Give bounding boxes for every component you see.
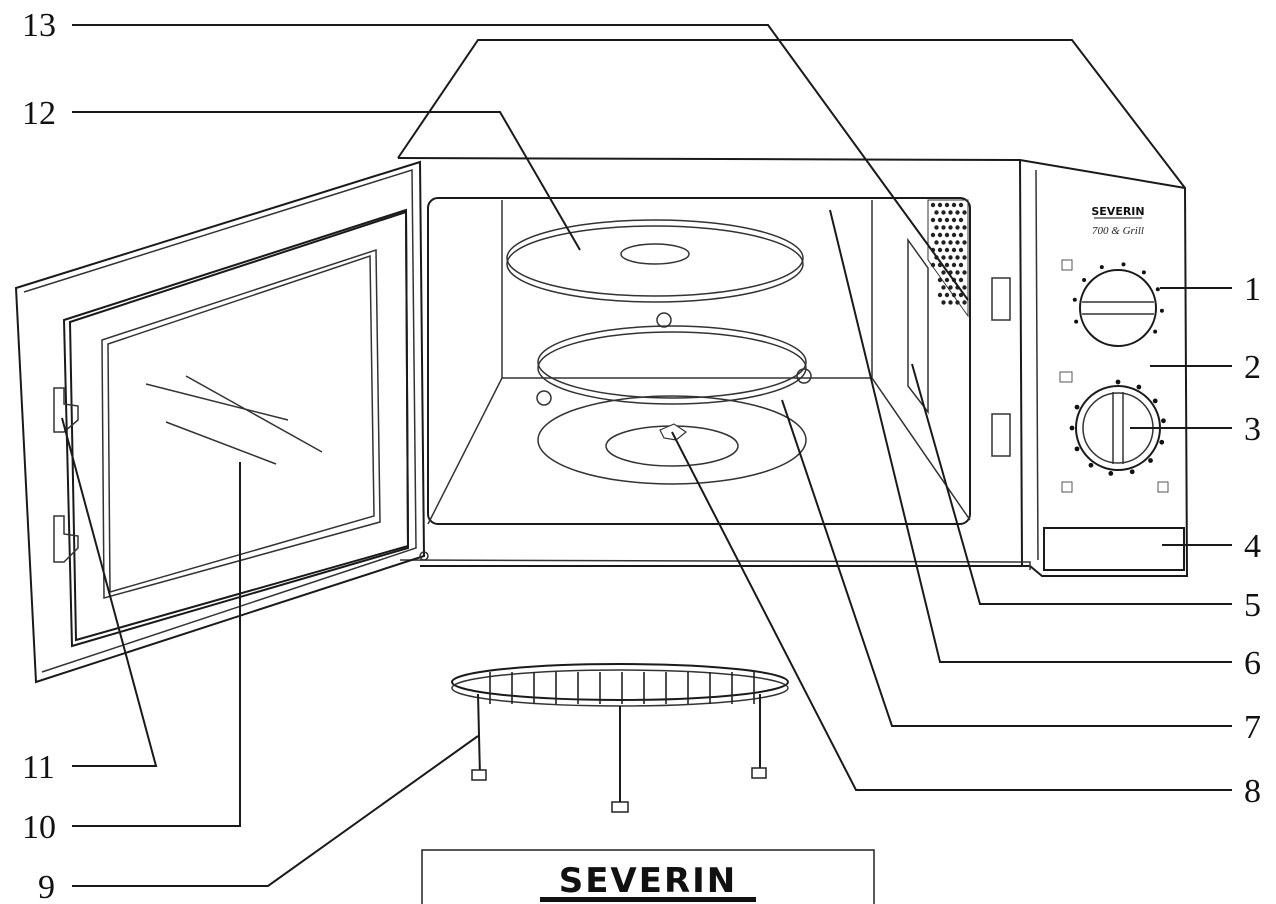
leader-7 (781, 399, 1232, 727)
latch-hole-lower (991, 413, 1011, 457)
leader-8 (671, 431, 1232, 791)
callout-12: 12 (22, 95, 56, 132)
callout-6: 6 (1244, 645, 1261, 682)
cabinet-front (397, 157, 1189, 577)
glare-line-3 (165, 421, 277, 465)
waveguide-cover (907, 237, 929, 415)
grill-icon (1157, 481, 1169, 493)
cabinet-base (399, 559, 1031, 570)
cavity-frame (427, 197, 971, 525)
panel-inner-edge (1035, 169, 1039, 561)
leader-13 (72, 24, 969, 301)
door-release-button[interactable] (1043, 527, 1185, 571)
power-selector-dial[interactable] (1072, 262, 1164, 347)
leader-11 (61, 417, 158, 767)
leader-lines (61, 24, 1232, 887)
defrost-icon (1061, 481, 1073, 493)
panel-model-label: 700 & Grill (1092, 225, 1144, 237)
cavity-floor-left (427, 377, 503, 525)
control-panel: SEVERIN 700 & Grill (1043, 205, 1185, 571)
leader-10 (72, 462, 241, 827)
callout-4: 4 (1244, 528, 1261, 565)
leader-6 (829, 209, 1232, 663)
callout-8: 8 (1244, 773, 1261, 810)
door-hinge (419, 551, 429, 561)
door-outer (14, 160, 426, 684)
cabinet-top (397, 39, 1186, 189)
callout-3: 3 (1244, 411, 1261, 448)
nameplate-brand: SEVERIN (559, 861, 738, 901)
callout-1: 1 (1244, 271, 1261, 308)
microwave-body (397, 39, 1189, 577)
ventilation-grille (927, 199, 969, 318)
severin-nameplate: SEVERIN (421, 849, 875, 904)
leader-12 (72, 111, 581, 251)
callout-5: 5 (1244, 587, 1261, 624)
panel-brand-label: SEVERIN (1091, 205, 1144, 218)
door-hook-upper (53, 387, 79, 433)
cavity-back-wall (501, 200, 873, 379)
mode-icon (1061, 259, 1073, 271)
panel-divider (1019, 159, 1023, 567)
door-hook-lower (53, 515, 79, 563)
callout-13: 13 (22, 7, 56, 44)
door-frame (62, 208, 410, 648)
timer-icon (1059, 371, 1073, 383)
leader-5 (911, 363, 1232, 605)
turntable (537, 395, 807, 485)
door-frame-inner (68, 210, 410, 642)
door-window-inner (107, 254, 375, 593)
glare-line-2 (185, 375, 323, 453)
grill-rack (451, 663, 789, 813)
callout-numbers: 13 12 1 2 3 4 5 6 7 8 9 10 11 (22, 7, 1261, 904)
door-edge (23, 168, 417, 673)
latch-hole-upper (991, 277, 1011, 321)
callout-9: 9 (38, 869, 55, 904)
oven-cavity (427, 197, 1011, 525)
callout-2: 2 (1244, 349, 1261, 386)
callout-11: 11 (22, 749, 55, 786)
callout-10: 10 (22, 809, 56, 846)
roller-ring (536, 312, 812, 406)
door (14, 160, 429, 684)
glare-line-1 (145, 383, 289, 421)
callout-7: 7 (1244, 709, 1261, 746)
leader-9 (72, 735, 479, 887)
cavity-floor-right (871, 377, 971, 521)
door-window (101, 248, 381, 599)
grill-plate (506, 219, 804, 303)
